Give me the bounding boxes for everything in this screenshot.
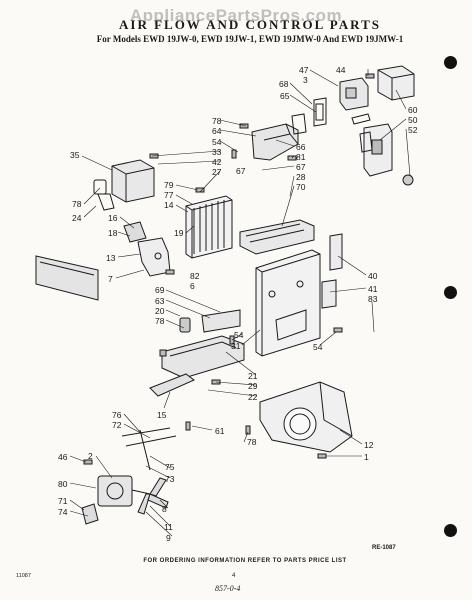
part-callout: 18 (108, 228, 118, 238)
part-callout: 76 (112, 410, 122, 420)
air-duct-drawing (252, 114, 306, 160)
part-callout: 11 (164, 522, 173, 532)
page-title: AIR FLOW AND CONTROL PARTS (119, 17, 381, 32)
part-callout: 66 (296, 142, 306, 152)
part-callout: 42 (212, 157, 222, 167)
rail-41-drawing (322, 280, 336, 308)
drain-pan-drawing (240, 220, 314, 254)
part-callout: 78 (72, 199, 82, 209)
part-callout: 75 (165, 462, 175, 472)
fan-motor-drawing (82, 476, 168, 524)
part-callout: 54 (313, 342, 323, 352)
part-callout: 35 (70, 150, 80, 160)
part-callout: 50 (408, 115, 418, 125)
part-callout: 82 (190, 271, 200, 281)
part-callout: 67 (236, 166, 246, 176)
part-callout: 46 (58, 452, 68, 462)
control-housing-drawing (314, 66, 414, 185)
binder-hole (444, 286, 457, 299)
rail-40-drawing (330, 234, 342, 270)
linkage-drawing (122, 428, 176, 470)
part-callout: 80 (58, 479, 68, 489)
part-callout: 74 (58, 507, 68, 517)
grille-strip-drawing (36, 256, 98, 300)
part-callout: 28 (296, 172, 306, 182)
part-callout: 20 (155, 306, 165, 316)
part-callout: 24 (72, 213, 82, 223)
handwritten-note: 857-0-4 (215, 584, 241, 593)
part-callout: 71 (58, 496, 68, 506)
part-callout: 54 (234, 330, 244, 340)
part-callout: 2 (88, 451, 93, 461)
part-callout: 73 (165, 474, 175, 484)
part-callout: 8 (162, 504, 167, 514)
part-callout: 67 (296, 162, 306, 172)
part-callout: 70 (296, 182, 306, 192)
divider-panel-drawing (256, 250, 320, 356)
part-callout: 31 (231, 341, 241, 351)
part-callout: 64 (212, 126, 222, 136)
part-callout: 13 (106, 253, 116, 263)
model-list: For Models EWD 19JW-0, EWD 19JW-1, EWD 1… (96, 34, 404, 44)
cover-plate-drawing (202, 310, 240, 332)
part-callout: 29 (248, 381, 258, 391)
part-callout: 1 (364, 452, 369, 462)
part-callout: 7 (108, 274, 113, 284)
part-callout: 81 (296, 152, 306, 162)
part-callout: 69 (155, 285, 165, 295)
part-callout: 78 (247, 437, 257, 447)
part-callout: 22 (248, 392, 258, 402)
part-callout: 15 (157, 410, 167, 420)
reference-code: RE-1087 (372, 545, 396, 551)
part-callout: 63 (155, 296, 165, 306)
part-callout: 14 (164, 200, 174, 210)
part-callout: 47 (299, 65, 309, 75)
control-bracket-drawing (94, 160, 154, 242)
part-callout: 27 (212, 167, 222, 177)
part-callout: 60 (408, 105, 418, 115)
part-callout: 6 (190, 281, 195, 291)
part-callout: 16 (108, 213, 118, 223)
strip-15-drawing (150, 374, 194, 396)
part-callout: 68 (279, 79, 289, 89)
part-callout: 83 (368, 294, 378, 304)
part-callout: 79 (164, 180, 174, 190)
part-callout: 78 (155, 316, 165, 326)
part-callout: 19 (174, 228, 184, 238)
page-number: 4 (232, 573, 236, 579)
part-callout: 65 (280, 91, 290, 101)
document-number: 11087 (16, 573, 31, 579)
ordering-note: FOR ORDERING INFORMATION REFER TO PARTS … (143, 558, 347, 564)
part-callout: 21 (248, 371, 258, 381)
part-callout: 33 (212, 147, 222, 157)
blower-scroll-drawing (260, 382, 352, 452)
part-callout: 44 (336, 65, 346, 75)
part-callout: 77 (164, 190, 174, 200)
coil-drawing (186, 196, 232, 258)
binder-hole (444, 56, 457, 69)
binder-hole (444, 524, 457, 537)
part-callout: 3 (303, 75, 308, 85)
part-callout: 72 (112, 420, 122, 430)
part-callout: 41 (368, 284, 378, 294)
leader-lines-drawing (70, 69, 410, 536)
watermark: AppliancePartsPros.com (129, 6, 343, 25)
part-callout: 54 (212, 137, 222, 147)
part-callout: 12 (364, 440, 374, 450)
part-callout: 78 (212, 116, 222, 126)
base-tray-drawing (162, 318, 244, 378)
part-callout: 52 (408, 125, 418, 135)
part-callout: 9 (166, 533, 171, 543)
part-callout: 40 (368, 271, 378, 281)
part-callout: 61 (215, 426, 225, 436)
